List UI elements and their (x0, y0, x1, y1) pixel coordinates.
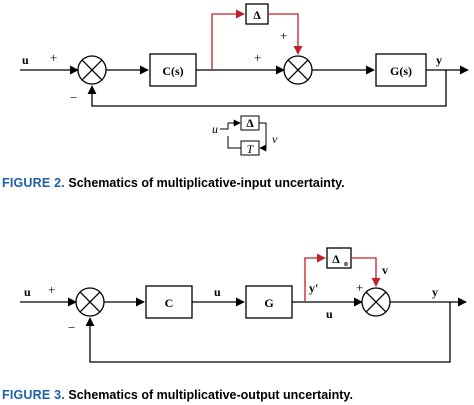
fig2-inset-arrow-in (220, 119, 241, 130)
fig2-sum2-plus-top: + (280, 28, 287, 43)
fig3-plant-input-label: u (214, 285, 221, 299)
fig2-inset-t-label: T (247, 142, 255, 156)
fig3-controller-label: C (165, 296, 174, 310)
figure2-caption: FIGURE 2. Schematics of multiplicative-i… (2, 176, 345, 190)
fig3-plant-label: G (264, 296, 273, 310)
fig2-controller-label: C(s) (162, 64, 183, 78)
figure2-caption-label: FIGURE 2. (2, 176, 65, 190)
fig3-input-label: u (24, 285, 31, 299)
fig2-uncertainty-out (268, 13, 303, 55)
fig2-uncertainty-feed (211, 9, 245, 70)
fig3-sum2-plus: + (356, 280, 363, 295)
fig3-controller-block (145, 285, 193, 319)
fig2-inset-diagram: u Δ T v (212, 115, 278, 156)
fig2-inset-return (227, 136, 241, 149)
fig3-tap-label: y' (309, 281, 318, 295)
fig3-uncertainty-out (351, 257, 381, 287)
fig3-delta-label: Δ (332, 252, 340, 266)
fig2-summing-junction-2 (283, 55, 313, 85)
fig3-summing-junction-1 (75, 287, 105, 317)
figure3-caption-text: Schematics of multiplicative-output unce… (64, 388, 353, 402)
fig3-sum1-plus: + (48, 282, 55, 297)
fig2-input-label: u (22, 53, 29, 67)
fig2-sum1-plus: + (50, 50, 57, 65)
fig2-output-label: y (436, 53, 442, 67)
fig2-summing-junction-1 (77, 55, 107, 85)
figure3-diagram: u + − C u G u y' Δ o v + y (20, 247, 467, 363)
fig3-plant-output-label: u (326, 307, 333, 321)
fig2-controller-block (149, 53, 197, 87)
fig3-feedback-path (85, 302, 451, 363)
fig2-inset-delta-label: Δ (246, 116, 254, 130)
fig2-inset-v: v (272, 132, 278, 146)
figure2-caption-text: Schematics of multiplicative-input uncer… (64, 176, 345, 190)
fig2-feedback-path (87, 70, 447, 107)
fig2-sum2-plus-left: + (254, 50, 261, 65)
fig2-plant-label: G(s) (390, 64, 412, 78)
fig3-sum1-minus: − (68, 320, 75, 335)
fig3-summing-junction-2 (361, 287, 391, 317)
fig3-plant-block (245, 285, 293, 319)
fig2-inset-arrow-mid (259, 122, 267, 152)
fig3-output-label: y (432, 285, 438, 299)
fig2-delta-label: Δ (253, 8, 261, 22)
fig2-sum1-minus: − (70, 90, 77, 105)
figure3-caption-label: FIGURE 3. (2, 388, 65, 402)
fig3-v-label: v (382, 263, 388, 277)
figure3-caption: FIGURE 3. Schematics of multiplicative-o… (2, 388, 353, 402)
fig3-delta-subscript: o (344, 259, 348, 268)
figure2-diagram: u + − C(s) + Δ + G(s) (20, 3, 469, 156)
fig2-plant-block (375, 53, 427, 87)
fig3-uncertainty-feed (304, 253, 326, 302)
fig2-inset-u: u (212, 122, 218, 136)
